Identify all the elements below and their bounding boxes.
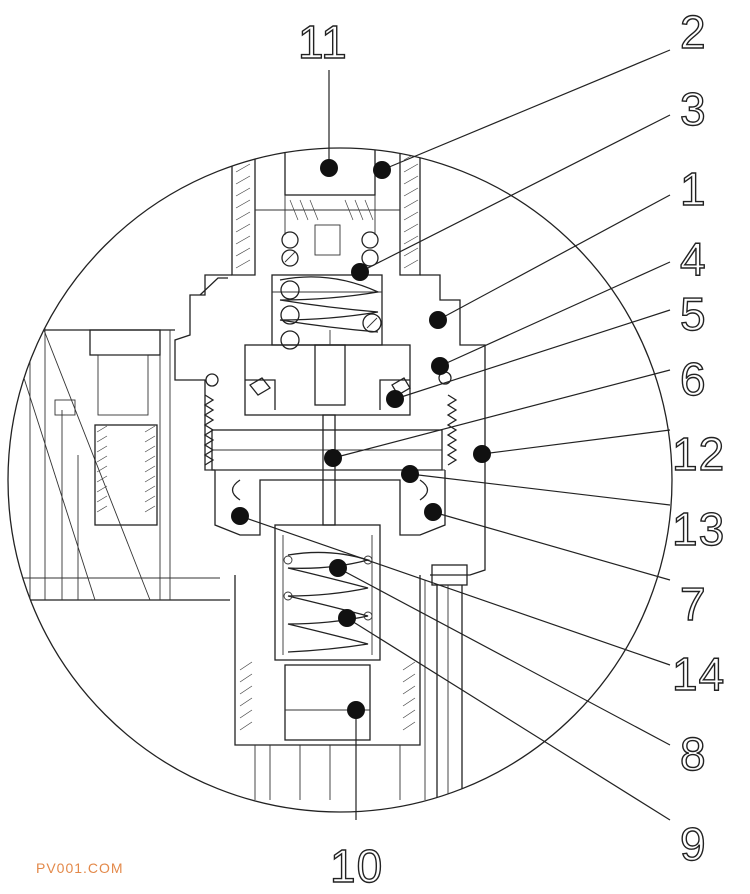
- label-10: 10: [330, 840, 383, 892]
- label-5: 5: [680, 288, 707, 340]
- dot-1: [429, 311, 447, 329]
- dot-10: [347, 701, 365, 719]
- dot-2: [373, 161, 391, 179]
- valve-assembly: [8, 148, 486, 800]
- dot-11: [320, 159, 338, 177]
- detail-view-circle: [7, 147, 673, 813]
- label-1: 1: [680, 163, 707, 215]
- label-9: 9: [680, 818, 707, 870]
- label-14: 14: [672, 648, 725, 700]
- valve-seat-and-stem: [205, 414, 446, 536]
- label-3: 3: [680, 83, 707, 135]
- label-13: 13: [672, 503, 725, 555]
- label-4: 4: [680, 233, 707, 285]
- label-12: 12: [672, 428, 725, 480]
- part-labels: 11 2 3 1 4 5 6 12 13 7 14 8 9 10: [297, 5, 725, 892]
- dot-14: [231, 507, 249, 525]
- watermark: PV001.COM: [36, 860, 124, 876]
- label-11: 11: [298, 16, 348, 68]
- dot-12: [473, 445, 491, 463]
- dot-9: [338, 609, 356, 627]
- dot-3: [351, 263, 369, 281]
- right-outlet-pipe: [424, 564, 468, 800]
- label-6: 6: [680, 353, 707, 405]
- dot-6: [324, 449, 342, 467]
- label-2: 2: [680, 6, 707, 58]
- reference-dots: [231, 159, 491, 719]
- dot-7: [424, 503, 442, 521]
- label-7: 7: [680, 578, 707, 630]
- dot-8: [329, 559, 347, 577]
- label-8: 8: [680, 728, 707, 780]
- dot-5: [386, 390, 404, 408]
- leader-lines: [239, 49, 671, 821]
- bottom-plug: [234, 575, 421, 800]
- lower-spring-housing: [274, 524, 381, 661]
- left-housing-structure: [8, 300, 230, 601]
- dot-4: [431, 357, 449, 375]
- diaphragm-chamber: [205, 330, 452, 416]
- dot-13: [401, 465, 419, 483]
- valve-body: [174, 251, 486, 576]
